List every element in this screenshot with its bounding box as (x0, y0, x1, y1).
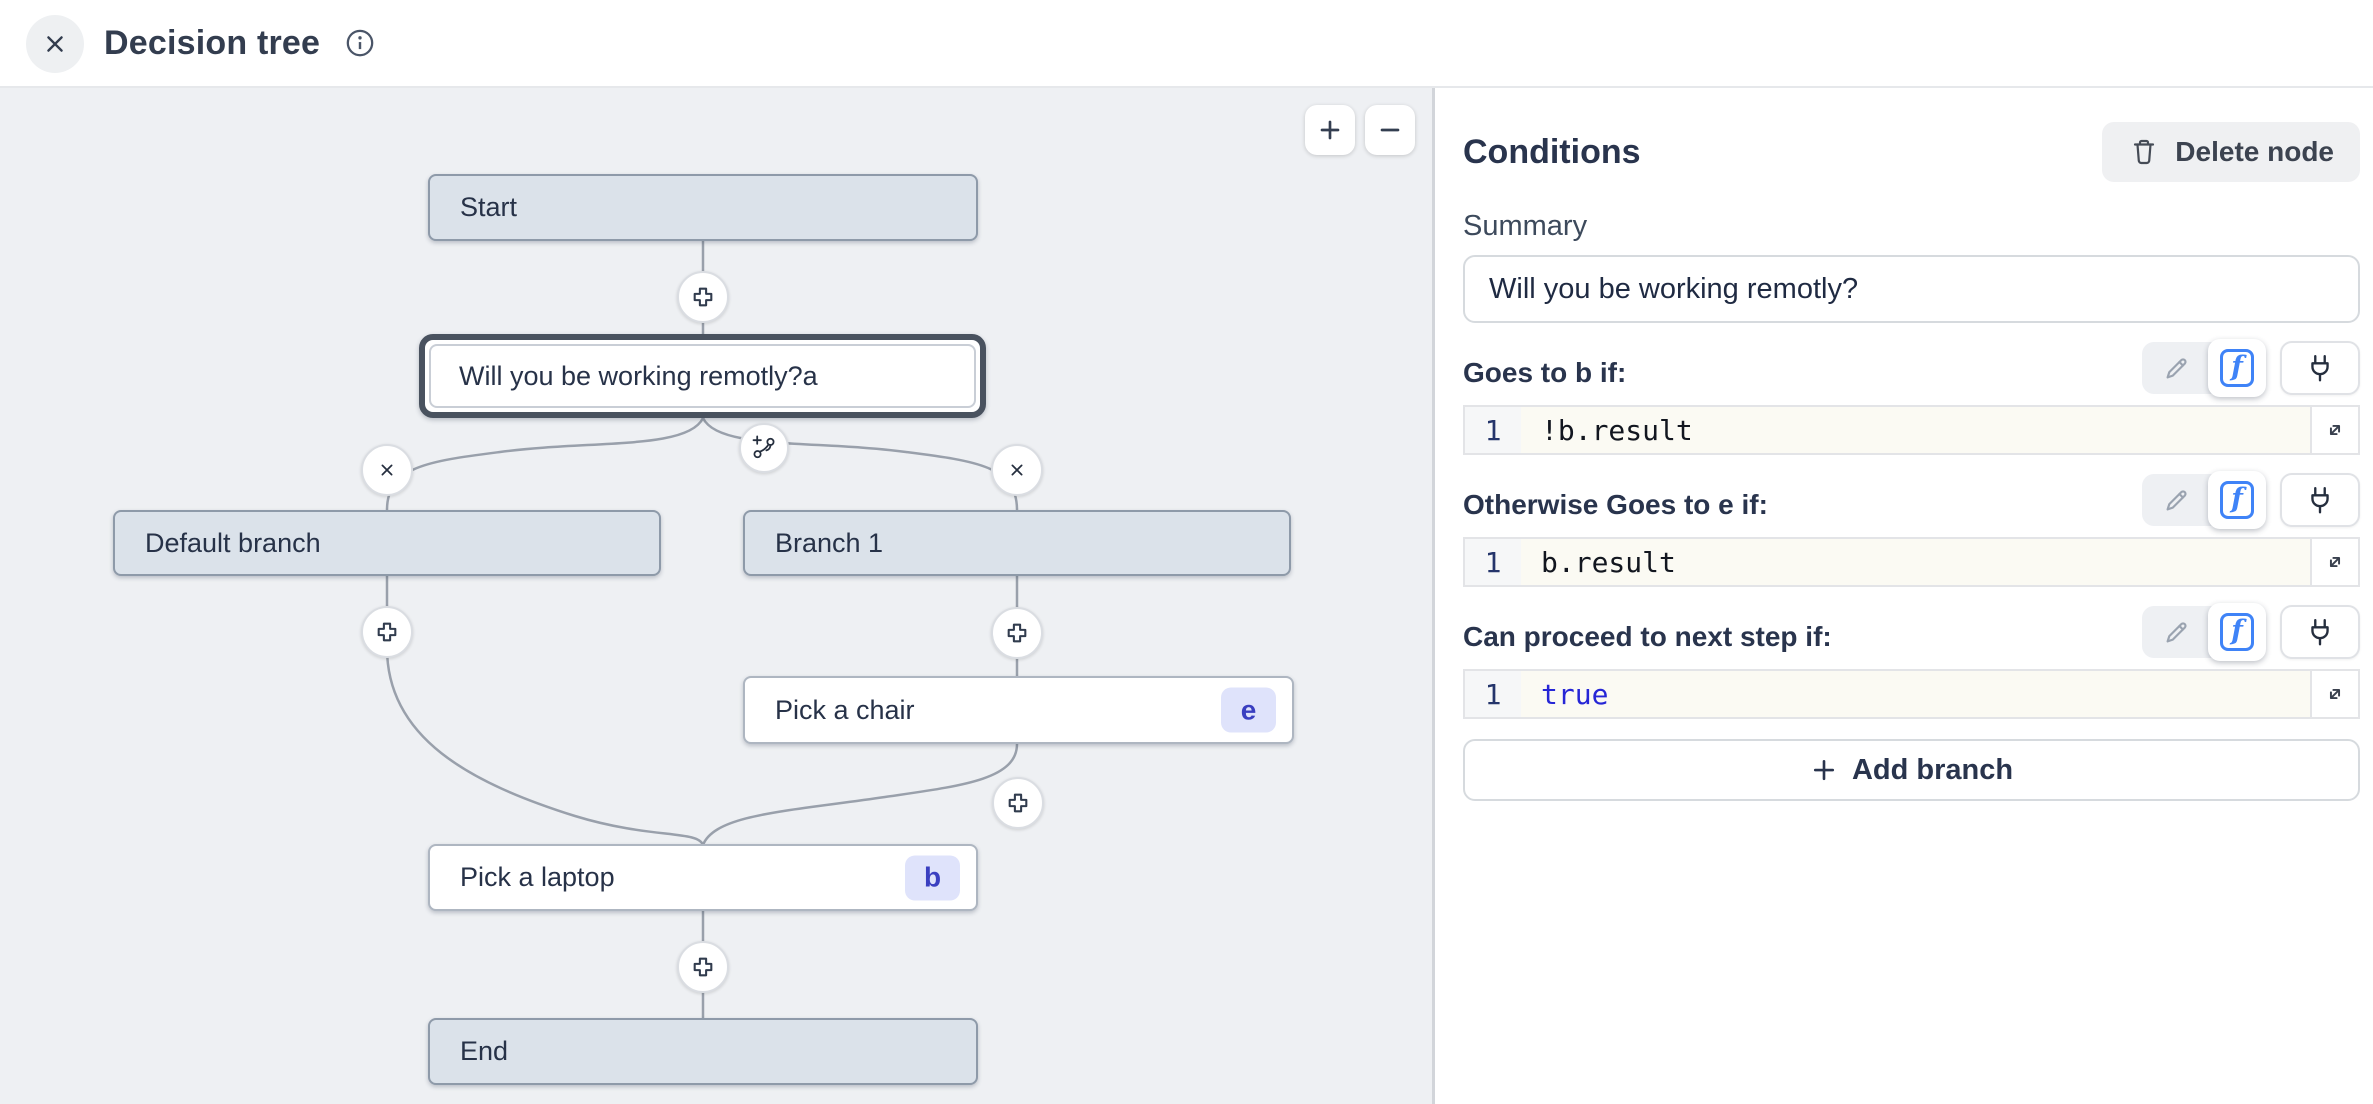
formula-mode-button[interactable]: f (2208, 339, 2266, 397)
plug-icon (2303, 351, 2337, 385)
node-default-branch-label: Default branch (145, 527, 321, 558)
code-editor[interactable]: 1 !b.result (1463, 405, 2360, 455)
condition-label: Can proceed to next step if: (1463, 621, 1832, 652)
add-branch-fork-button[interactable] (739, 423, 789, 473)
pencil-icon (2162, 485, 2192, 515)
function-icon: f (2220, 481, 2254, 519)
condition-row: Otherwise Goes to e if: f (1463, 471, 2360, 587)
formula-mode-button[interactable]: f (2208, 471, 2266, 529)
node-pick-chair-label: Pick a chair (775, 694, 915, 725)
code-text[interactable]: true (1541, 677, 1609, 711)
node-default-branch[interactable]: Default branch (113, 510, 661, 576)
insert-variable-button[interactable] (2280, 605, 2360, 659)
node-start-label: Start (460, 192, 518, 222)
add-branch-label: Add branch (1851, 753, 2014, 786)
add-step-button[interactable] (991, 607, 1043, 659)
conditions-panel: Conditions Delete node Summary Goes to b… (1435, 88, 2373, 1104)
expand-editor-button[interactable] (2310, 537, 2360, 587)
flow-canvas[interactable]: Start Will you be working remotly? a Def… (0, 88, 1432, 1104)
plus-icon (685, 279, 721, 315)
plus-icon (685, 949, 721, 985)
x-icon (372, 455, 402, 485)
node-end[interactable]: End (428, 1018, 978, 1085)
node-pick-laptop-label: Pick a laptop (460, 862, 615, 892)
remove-branch-button[interactable] (991, 444, 1043, 496)
plus-icon (1000, 785, 1036, 821)
plus-icon (999, 615, 1035, 651)
zoom-in-button[interactable] (1305, 105, 1355, 155)
pencil-icon (2162, 617, 2192, 647)
node-pick-laptop-badge: b (905, 855, 960, 900)
editor-mode-toggle: f (2142, 339, 2266, 397)
panel-divider (1432, 88, 1435, 1104)
expand-icon (2322, 681, 2348, 707)
node-question-badge: a (802, 360, 818, 391)
delete-node-button[interactable]: Delete node (2102, 122, 2360, 182)
page-title: Decision tree (104, 23, 321, 62)
node-end-label: End (460, 1036, 509, 1066)
zoom-out-icon (1374, 114, 1406, 146)
plug-icon (2303, 483, 2337, 517)
plug-icon (2303, 615, 2337, 649)
plus-icon (369, 614, 405, 650)
condition-row: Goes to b if: f (1463, 339, 2360, 455)
add-step-button[interactable] (677, 271, 729, 323)
formula-mode-button[interactable]: f (2208, 603, 2266, 661)
summary-label: Summary (1463, 210, 1588, 242)
add-branch-button[interactable]: Add branch (1463, 739, 2360, 801)
line-number: 1 (1465, 539, 1521, 585)
condition-label: Goes to b if: (1463, 357, 1627, 388)
condition-label: Otherwise Goes to e if: (1463, 489, 1768, 520)
node-question-body: Will you be working remotly? a (429, 344, 976, 408)
close-icon (40, 29, 70, 59)
text-mode-button[interactable] (2150, 342, 2204, 394)
expand-editor-button[interactable] (2310, 669, 2360, 719)
function-icon: f (2220, 613, 2254, 651)
node-question-selected[interactable]: Will you be working remotly? a (419, 334, 986, 418)
code-editor[interactable]: 1 true (1463, 669, 2360, 719)
trash-icon (2128, 136, 2160, 168)
editor-mode-toggle: f (2142, 471, 2266, 529)
code-editor[interactable]: 1 b.result (1463, 537, 2360, 587)
remove-branch-button[interactable] (361, 444, 413, 496)
close-button[interactable] (26, 15, 84, 73)
code-text[interactable]: !b.result (1541, 413, 1693, 447)
node-branch-1-label: Branch 1 (775, 527, 884, 558)
expand-editor-button[interactable] (2310, 405, 2360, 455)
delete-node-label: Delete node (2175, 136, 2334, 167)
node-branch-1[interactable]: Branch 1 (743, 510, 1291, 576)
insert-variable-button[interactable] (2280, 341, 2360, 395)
condition-row: Can proceed to next step if: f (1463, 603, 2360, 719)
panel-title: Conditions (1463, 132, 1641, 171)
insert-variable-button[interactable] (2280, 473, 2360, 527)
branch-split-icon (747, 431, 781, 465)
zoom-in-icon (1314, 114, 1346, 146)
node-pick-laptop[interactable]: Pick a laptop b (428, 844, 978, 911)
expand-icon (2322, 549, 2348, 575)
node-pick-chair[interactable]: Pick a chair e (743, 676, 1294, 744)
pencil-icon (2162, 353, 2192, 383)
add-step-button[interactable] (992, 777, 1044, 829)
expand-icon (2322, 417, 2348, 443)
node-pick-chair-badge: e (1221, 687, 1276, 733)
code-text[interactable]: b.result (1541, 545, 1676, 579)
node-question-text: Will you be working remotly? (459, 360, 803, 391)
text-mode-button[interactable] (2150, 474, 2204, 526)
plus-icon (1810, 756, 1838, 784)
function-icon: f (2220, 349, 2254, 387)
add-step-button[interactable] (677, 941, 729, 993)
line-number: 1 (1465, 407, 1521, 453)
info-icon[interactable] (345, 28, 375, 58)
text-mode-button[interactable] (2150, 606, 2204, 658)
zoom-out-button[interactable] (1365, 105, 1415, 155)
line-number: 1 (1465, 671, 1521, 717)
summary-input[interactable] (1463, 255, 2360, 323)
add-step-button[interactable] (361, 606, 413, 658)
top-bar: Decision tree (0, 0, 2373, 88)
node-start[interactable]: Start (428, 174, 978, 241)
x-icon (1002, 455, 1032, 485)
editor-mode-toggle: f (2142, 603, 2266, 661)
